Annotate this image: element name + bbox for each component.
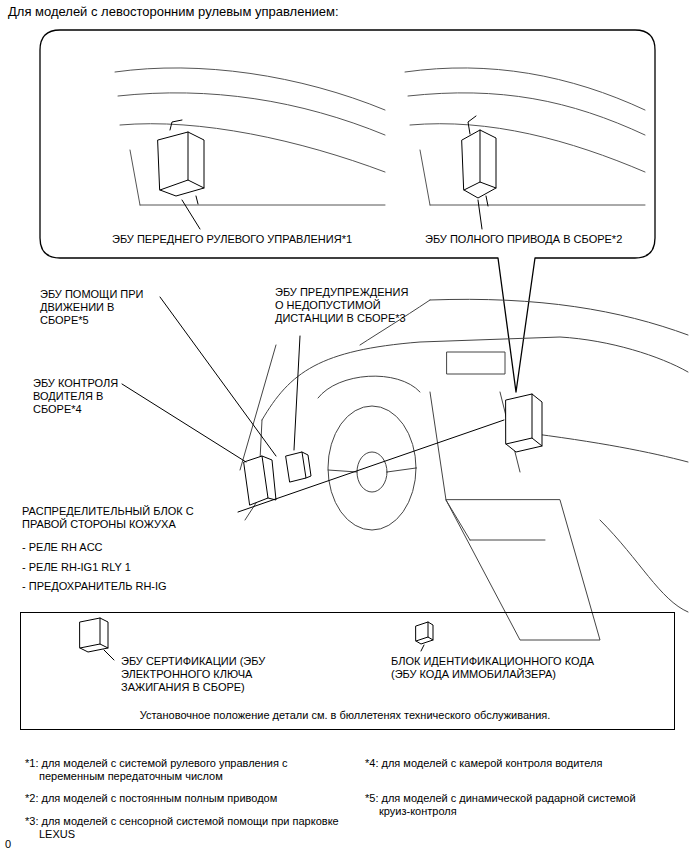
ecu-symbol <box>506 394 542 452</box>
ecu-symbol <box>286 452 311 482</box>
node-label: БЛОК ИДЕНТИФИКАЦИОННОГО КОДА (ЭБУ КОДА И… <box>391 655 619 681</box>
leader-line <box>160 297 276 456</box>
ecu-symbol <box>244 456 276 505</box>
dash-lower <box>520 432 688 462</box>
ecu-symbol <box>462 130 496 198</box>
door-line <box>600 520 688 612</box>
callout-bubble <box>40 30 655 392</box>
part-item: - ПРЕДОХРАНИТЕЛЬ RH-IG <box>22 580 167 593</box>
dash-line <box>410 124 645 172</box>
dash-line <box>405 68 645 110</box>
node-label: Установочное положение детали см. в бюлл… <box>21 709 669 722</box>
leader-line <box>421 645 424 651</box>
footnote: *3: для моделей с сенсорной системой пом… <box>25 815 350 841</box>
dash-line <box>430 205 645 206</box>
ecu-bracket <box>468 116 488 206</box>
part-label: ЭБУ КОНТРОЛЯ ВОДИТЕЛЯ В СБОРЕ*4 <box>33 377 125 416</box>
dash-line <box>408 93 645 135</box>
instrument-hood <box>318 376 420 398</box>
part-label: РАСПРЕДЕЛИТЕЛЬНЫЙ БЛОК С ПРАВОЙ СТОРОНЫ … <box>22 505 234 531</box>
dash-back-edge <box>430 299 688 335</box>
dash-line <box>140 205 385 206</box>
a-pillar <box>240 345 276 470</box>
steering-spoke <box>328 468 416 472</box>
page-mark: 0 <box>5 838 11 851</box>
leader-line <box>294 336 300 450</box>
footnote: *4: для моделей с камерой контроля водит… <box>365 757 683 770</box>
leader-line <box>238 420 504 512</box>
immobilizer-icon <box>416 622 433 644</box>
note-box: ЭБУ СЕРТИФИКАЦИИ (ЭБУ ЭЛЕКТРОННОГО КЛЮЧА… <box>20 612 675 730</box>
part-label: ЭБУ ПОМОЩИ ПРИ ДВИЖЕНИИ В СБОРЕ*5 <box>40 288 158 327</box>
footnote: *5: для моделей с динамической радарной … <box>365 792 665 818</box>
part-item: - РЕЛЕ RH-IG1 RLY 1 <box>22 561 131 574</box>
ecu-symbol <box>158 132 204 196</box>
leader-line <box>182 200 200 229</box>
part-label: ЭБУ ПРЕДУПРЕЖДЕНИЯ О НЕДОПУСТИМОЙ ДИСТАН… <box>275 286 417 325</box>
dashboard-illustration <box>240 299 688 640</box>
footnote: *1: для моделей с системой рулевого упра… <box>25 757 350 783</box>
dashboard-detail-right <box>405 68 645 205</box>
node-label: ЭБУ ПЕРЕДНЕГО РУЛЕВОГО УПРАВЛЕНИЯ*1 <box>112 233 352 246</box>
dashboard-detail-left <box>115 68 385 205</box>
dash-line <box>115 68 385 110</box>
part-item: - РЕЛЕ RH ACC <box>22 541 103 554</box>
node-label: ЭБУ ПОЛНОГО ПРИВОДА В СБОРЕ*2 <box>425 233 622 246</box>
node-label: ЭБУ СЕРТИФИКАЦИИ (ЭБУ ЭЛЕКТРОННОГО КЛЮЧА… <box>121 655 299 694</box>
callout-bubble: ЭБУ ПЕРЕДНЕГО РУЛЕВОГО УПРАВЛЕНИЯ*1 ЭБУ П… <box>40 30 655 258</box>
footnote: *2: для моделей с постоянным полным прив… <box>25 792 350 805</box>
leader-line <box>478 200 482 229</box>
dash-line <box>130 150 140 205</box>
ecu-bracket <box>170 120 198 204</box>
ecu-icon <box>80 618 108 652</box>
dash-top <box>262 337 688 420</box>
dash-line <box>420 150 430 205</box>
steering-wheel <box>328 406 416 530</box>
center-screen <box>447 352 505 374</box>
center-console <box>446 500 600 640</box>
dash-line <box>118 93 385 135</box>
page-title: Для моделей с левосторонним рулевым упра… <box>8 4 339 20</box>
leader-line <box>104 650 114 660</box>
leader-line <box>122 384 246 462</box>
steering-hub <box>357 452 387 492</box>
